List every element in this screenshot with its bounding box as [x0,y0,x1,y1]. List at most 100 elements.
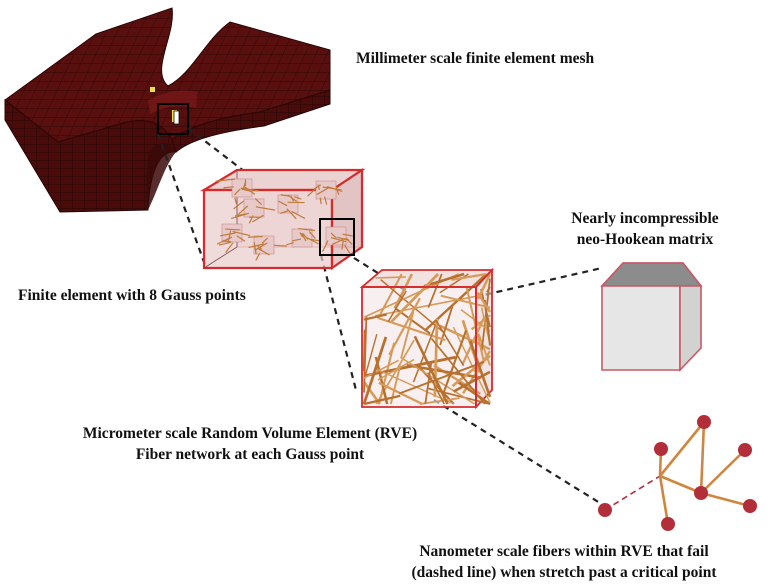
rve-label: Micrometer scale Random Volume Element (… [12,423,488,465]
fiber-node [661,517,675,531]
mesh-notch-shadow [146,142,176,210]
rve-fiber [363,359,399,379]
connector-rve-to-matrix [474,266,603,299]
mesh-right-face [171,89,331,153]
fiber-node [697,415,711,429]
gauss-fiber [313,184,322,190]
fiber-segment [700,491,751,508]
gauss-fiber [261,237,268,244]
gauss-fiber [278,200,288,207]
gauss-fiber [308,231,316,239]
gauss-fiber [232,230,251,237]
rve-fiber [424,361,433,405]
gauss-fiber [218,241,232,246]
rve-fiber [476,291,491,313]
gauss-fiber [316,187,329,196]
connector-gauss-to-rve-bottom [319,254,358,391]
gauss-fiber [310,238,321,242]
mesh-zoom-box [157,103,189,135]
gauss-fiber [248,235,263,238]
gauss-fiber [234,197,238,205]
matrix-cube-illustration [600,262,703,372]
gauss-fiber [330,232,337,239]
gauss-fiber [220,232,236,237]
rve-fiber [374,294,481,317]
rve-label-line2: Fiber network at each Gauss point [135,446,365,463]
rve-fiber [486,286,491,293]
fiber-node [654,442,668,456]
matrix-front-face [601,285,681,371]
gauss-fiber [335,186,340,195]
gauss-fiber [291,210,306,220]
gauss-zoom-box [319,218,355,256]
gauss-fiber [344,244,353,257]
rve-fiber [388,297,421,356]
gauss-fiber [341,240,344,250]
gauss-fiber [286,241,294,246]
rve-fiber [423,272,465,288]
rve-fiber [406,364,481,379]
gauss-fiber [301,232,307,242]
rve-fiber [375,276,406,279]
gauss-fiber [255,206,276,211]
rve-fiber-network [362,272,492,406]
rve-fiber [378,317,446,342]
matrix-top-edge [601,262,702,287]
gauss-fiber [299,232,304,238]
fiber-node [694,486,708,500]
rve-fiber [377,273,403,320]
fiber-node-network-illustration [598,415,757,531]
gauss-fiber [235,213,246,217]
rve-fiber [435,319,465,367]
mesh-block-illustration [4,7,331,213]
gauss-fiber [225,228,241,231]
rve-fiber [452,326,491,403]
gauss-fiber [337,236,350,241]
rve-fiber [419,397,460,405]
rve-fiber [477,333,491,366]
gauss-fiber [317,184,320,191]
gauss-fiber [254,242,268,251]
gauss-fiber [307,187,317,197]
rve-fiber [362,329,367,372]
gauss-fiber [280,194,289,197]
gauss-fiber [223,186,234,189]
gauss-fiber [298,227,315,232]
element-cube-illustration [200,167,366,271]
rve-fiber [363,394,401,406]
rve-fiber [442,329,468,393]
gauss-fiber [231,212,250,219]
gauss-fiber [306,237,320,245]
gauss-fiber [255,252,261,261]
rve-fiber [461,316,486,365]
gauss-fiber [238,205,249,215]
gauss-fiber [322,240,329,253]
gauss-fiber [227,230,232,242]
rve-fiber [363,334,378,381]
rve-label-line1: Micrometer scale Random Volume Element (… [82,425,418,442]
matrix-label: Nearly incompressible neo-Hookean matrix [530,208,760,250]
gauss-fiber [286,208,297,220]
element-label: Finite element with 8 Gauss points [18,287,246,304]
rve-fiber [387,290,407,323]
gauss-fiber [233,188,241,196]
gauss-point-cluster [291,228,313,248]
gauss-fiber [256,247,270,256]
rve-fiber [427,273,443,308]
gauss-fiber [225,242,234,253]
gauss-point-cluster [221,223,243,243]
gauss-fiber [290,195,295,202]
mesh-top-face [4,7,331,143]
rve-fiber [400,311,415,359]
gauss-fiber [252,214,264,223]
rve-fiber [362,336,388,405]
rve-fiber [451,272,487,281]
rve-fiber [413,335,449,405]
rve-fiber [375,339,415,405]
gauss-fiber [236,235,246,242]
gauss-fiber [292,238,302,242]
rve-fiber [412,320,438,383]
rve-fiber [398,361,485,395]
fiber-segment [699,421,706,494]
